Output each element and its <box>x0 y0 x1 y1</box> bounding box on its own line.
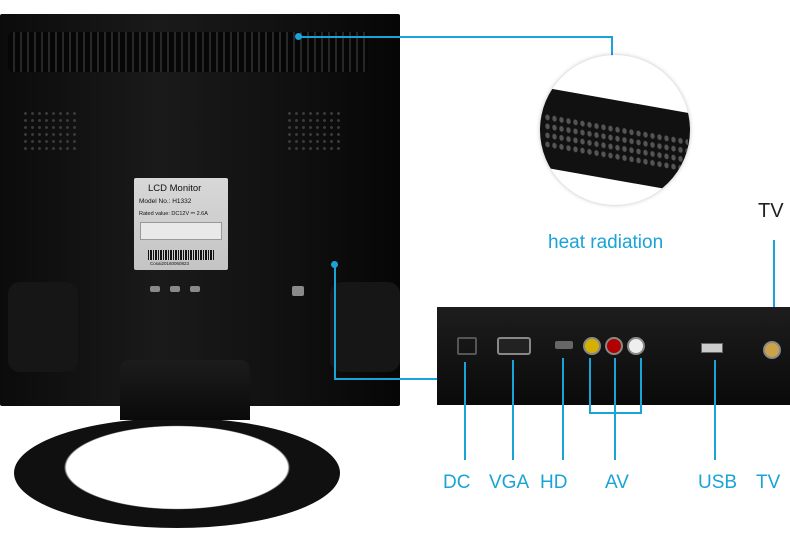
port-label-av: AV <box>605 472 629 493</box>
port-label-vga: VGA <box>489 472 530 493</box>
port-panel-closeup <box>437 307 790 405</box>
bottom-port-nub <box>170 286 180 292</box>
usb-port <box>701 343 723 353</box>
callout-dot-vent <box>295 33 302 40</box>
dc-port <box>457 337 477 355</box>
callout-line-ports-v <box>334 264 336 380</box>
port-label-usb: USB <box>698 472 738 493</box>
vga-port <box>497 337 531 355</box>
tv-port <box>763 341 781 359</box>
callout-line-ports-h <box>334 378 438 380</box>
hd-line <box>562 358 564 460</box>
av-white-jack <box>627 337 645 355</box>
label-title: LCD Monitor <box>148 183 202 194</box>
bottom-port-nub <box>190 286 200 292</box>
callout-line-vent <box>300 36 612 38</box>
hd-port <box>555 341 573 349</box>
label-model: Model No.: H1332 <box>139 198 192 205</box>
heat-radiation-label: heat radiation <box>548 232 664 253</box>
monitor-rear-photo: LCD Monitor Model No.: H1332 Rated value… <box>0 14 400 406</box>
vga-line <box>512 360 514 460</box>
callout-line-vent-drop <box>611 36 613 60</box>
stand-base <box>14 418 340 528</box>
dc-line <box>464 362 466 460</box>
label-serial: Cosai20160060823 <box>150 261 190 266</box>
av-line-center <box>614 358 616 460</box>
label-warning-box <box>140 222 222 240</box>
usb-line <box>714 360 716 460</box>
port-label-tv: TV <box>756 472 781 493</box>
tv-top-label: TV <box>758 200 784 222</box>
barcode <box>148 250 214 260</box>
left-speaker-grille <box>22 110 80 152</box>
bottom-port-nub <box>150 286 160 292</box>
av-line-right <box>640 358 642 413</box>
right-side-bulge <box>330 282 400 372</box>
vent-closeup <box>540 55 690 205</box>
product-label: LCD Monitor Model No.: H1332 Rated value… <box>134 178 228 270</box>
tv-antenna-line <box>773 240 775 355</box>
side-jack <box>292 286 304 296</box>
port-label-dc: DC <box>443 472 471 493</box>
label-rated-value: Rated value: DC12V ⎓ 2.6A <box>139 211 208 217</box>
top-vent-strip <box>8 32 368 72</box>
left-side-bulge <box>8 282 78 372</box>
av-line-left <box>589 358 591 413</box>
av-yellow-jack <box>583 337 601 355</box>
port-label-hd: HD <box>540 472 568 493</box>
right-speaker-grille <box>286 110 344 152</box>
av-red-jack <box>605 337 623 355</box>
stand-neck <box>120 360 250 420</box>
